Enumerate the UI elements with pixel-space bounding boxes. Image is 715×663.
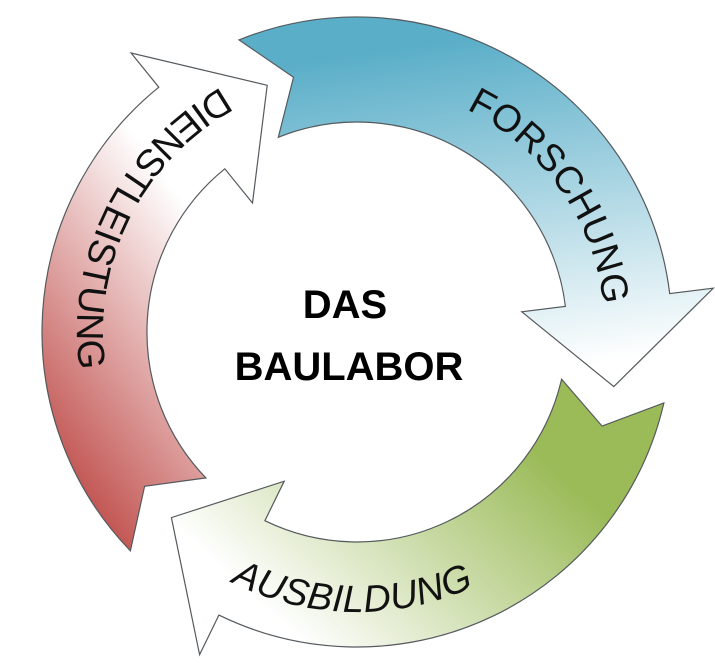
segments-layer — [41, 16, 715, 657]
arrow-segment-ausbildung — [170, 377, 665, 657]
center-title: DAS BAULABOR — [235, 283, 464, 389]
arrow-segment-forschung — [237, 16, 715, 388]
arrow-segment-dienstleistung — [41, 52, 268, 553]
center-title-line2: BAULABOR — [235, 345, 464, 389]
center-title-line1: DAS — [303, 283, 387, 327]
